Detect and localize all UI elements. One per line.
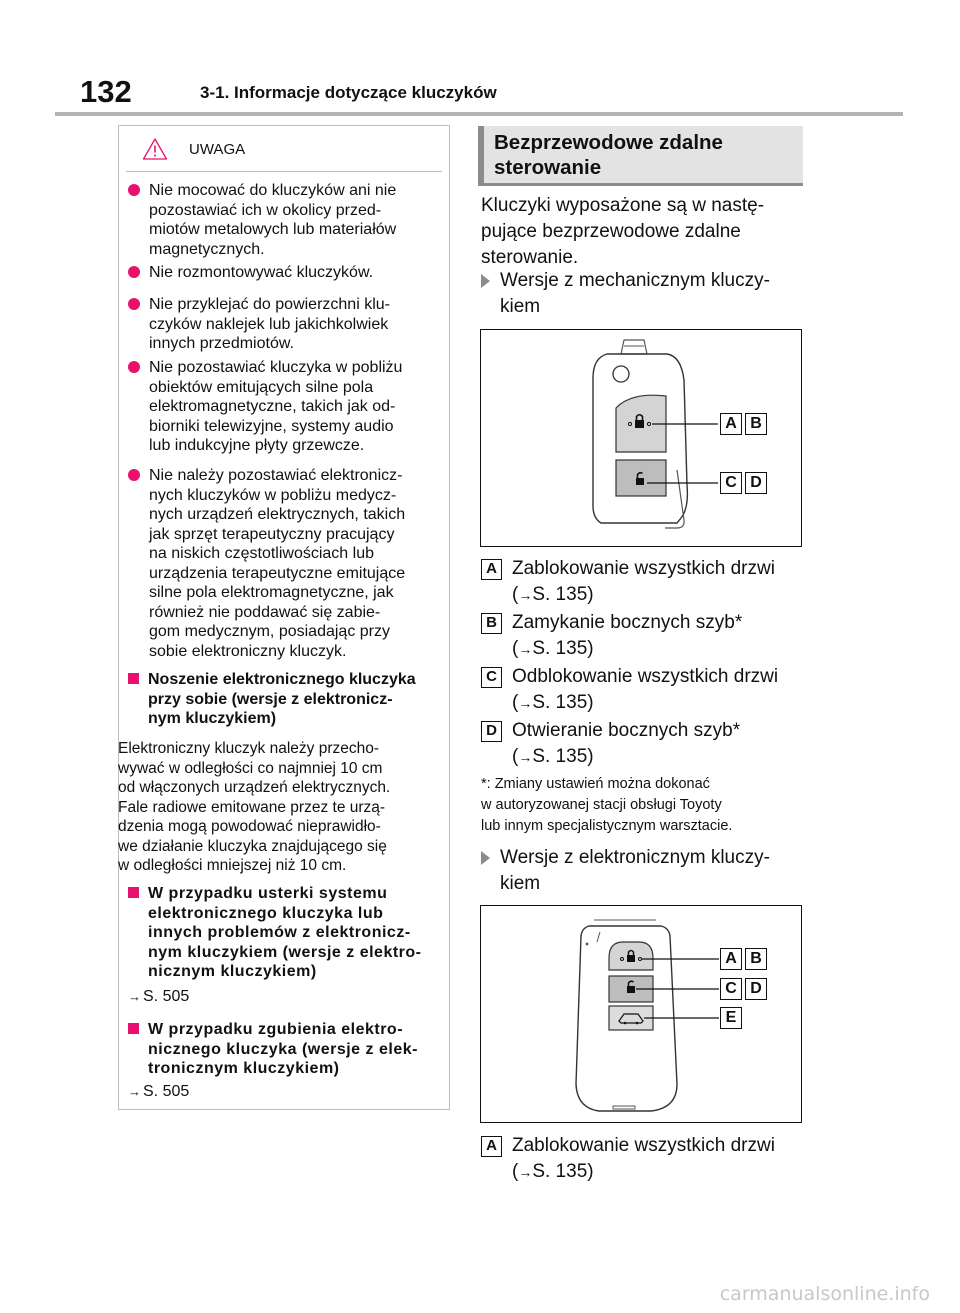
bullet-dot-icon	[128, 184, 140, 196]
list-item: B Zamykanie bocznych szyb* (→S. 135)	[481, 610, 801, 662]
header-rule	[55, 112, 903, 116]
letter-badge: A	[481, 559, 502, 580]
page-number: 132	[80, 74, 132, 109]
square-bullet-icon	[128, 1023, 139, 1034]
warning-triangle-icon	[142, 138, 168, 160]
warning-bullet: Nie należy pozostawiać elektronicz- nych…	[128, 466, 446, 661]
electronic-key-heading: Wersje z elektronicznym kluczy- kiem	[481, 845, 801, 897]
section-heading-background	[478, 126, 803, 184]
section-heading-bar	[478, 126, 484, 184]
list-item: A Zablokowanie wszystkich drzwi (→S. 135…	[481, 1133, 801, 1185]
warning-bullet: Nie rozmontowywać kluczyków.	[128, 263, 446, 283]
carry-key-heading: Noszenie elektronicznego kluczyka przy s…	[128, 670, 446, 729]
letter-badge: D	[481, 721, 502, 742]
figure-label-a: A	[720, 948, 742, 970]
section-title: 3-1. Informacje dotyczące kluczyków	[200, 83, 497, 102]
figure-label-c: C	[720, 978, 742, 1000]
fault-heading: W przypadku usterki systemu elektroniczn…	[128, 884, 446, 982]
warning-divider	[126, 171, 442, 172]
warning-box	[118, 125, 450, 1110]
fault-page-ref: →S. 505	[128, 988, 190, 1005]
list-item: C Odblokowanie wszystkich drzwi (→S. 135…	[481, 664, 801, 716]
warning-bullet: Nie pozostawiać kluczyka w pobliżu obiek…	[128, 358, 446, 456]
letter-badge: B	[481, 613, 502, 634]
mechanical-key-illustration	[592, 339, 718, 529]
figure-label-c: C	[720, 472, 742, 494]
figure-label-b: B	[745, 948, 767, 970]
bullet-dot-icon	[128, 266, 140, 278]
square-bullet-icon	[128, 887, 139, 898]
figure-label-a: A	[720, 413, 742, 435]
mechanical-key-figure	[480, 329, 802, 547]
list-item: A Zablokowanie wszystkich drzwi (→S. 135…	[481, 556, 801, 608]
section-heading-rule	[478, 183, 803, 186]
figure-label-b: B	[745, 413, 767, 435]
square-bullet-icon	[128, 673, 139, 684]
figure-label-e: E	[720, 1007, 742, 1029]
mechanical-key-heading: Wersje z mechanicznym kluczy- kiem	[481, 268, 801, 320]
figure-label-d: D	[745, 472, 767, 494]
figure-label-d: D	[745, 978, 767, 1000]
section-heading: Bezprzewodowe zdalne sterowanie	[494, 131, 723, 179]
triangle-bullet-icon	[481, 274, 490, 288]
lost-key-heading: W przypadku zgubienia elektro- nicznego …	[128, 1020, 446, 1079]
footnote: *: Zmiany ustawień można dokonać w autor…	[481, 776, 733, 834]
bullet-dot-icon	[128, 469, 140, 481]
bullet-dot-icon	[128, 298, 140, 310]
letter-badge: A	[481, 1136, 502, 1157]
warning-bullet: Nie mocować do kluczyków ani nie pozosta…	[128, 181, 446, 259]
triangle-bullet-icon	[481, 851, 490, 865]
warning-label: UWAGA	[189, 141, 246, 158]
watermark: carmanualsonline.info	[719, 1283, 930, 1305]
carry-key-text: Elektroniczny kluczyk należy przecho- wy…	[118, 740, 391, 874]
lost-key-page-ref: →S. 505	[128, 1083, 190, 1100]
electronic-key-figure	[480, 905, 802, 1123]
electronic-key-illustration	[575, 919, 719, 1112]
warning-bullet: Nie przyklejać do powierzchni klu- czykó…	[128, 295, 446, 354]
bullet-dot-icon	[128, 361, 140, 373]
intro-text: Kluczyki wyposażone są w nastę- pujące b…	[481, 195, 765, 268]
list-item: D Otwieranie bocznych szyb* (→S. 135)	[481, 718, 801, 770]
letter-badge: C	[481, 667, 502, 688]
